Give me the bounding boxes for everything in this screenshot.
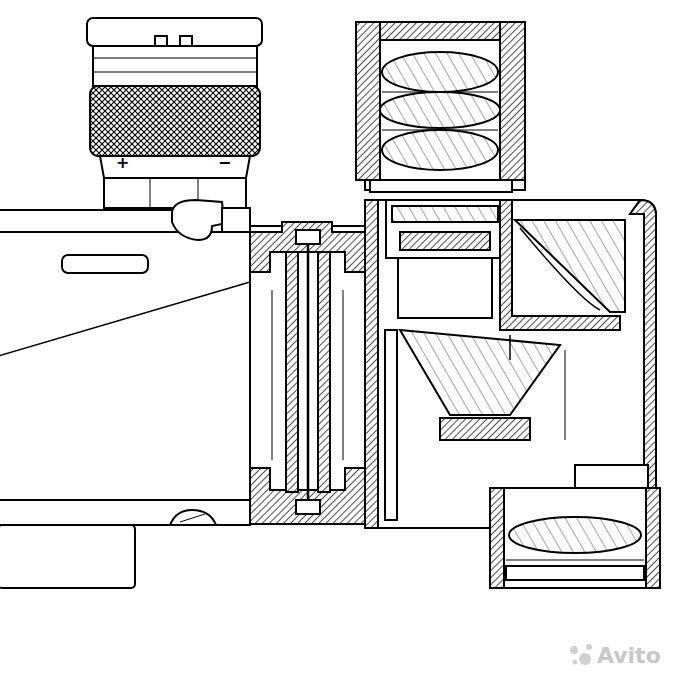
drawing-part	[170, 510, 216, 525]
field-lens	[490, 488, 660, 588]
drawing-part	[222, 208, 250, 232]
drawing-part	[570, 646, 578, 654]
drawing-part	[296, 500, 320, 514]
drawing-part	[155, 36, 167, 46]
drawing-part	[150, 178, 151, 208]
drawing-part	[382, 92, 498, 93]
drawing-part	[586, 644, 592, 650]
drawing-part	[356, 22, 380, 180]
drawing-part	[440, 418, 530, 440]
drawing-part	[0, 232, 250, 500]
drawing-part	[515, 220, 625, 312]
drawing-part	[87, 18, 262, 46]
drawing-part	[343, 290, 344, 460]
drawing-part	[385, 330, 397, 520]
drawing-part	[0, 282, 250, 356]
drawing-part	[0, 500, 250, 525]
drawing-part	[382, 130, 498, 170]
drawing-part	[0, 525, 135, 588]
drawing-part	[286, 252, 298, 492]
drawing-part	[296, 230, 320, 244]
drawing-part	[307, 230, 310, 515]
drawing-part	[104, 178, 246, 208]
drawing-part	[575, 465, 648, 490]
drawing-part	[500, 22, 525, 180]
coupling-section	[250, 222, 365, 524]
drawing-part	[62, 255, 148, 273]
drawing-part	[180, 36, 192, 46]
drawing-part	[90, 86, 260, 156]
drawing-part	[356, 22, 525, 190]
drawing-part	[382, 130, 498, 131]
drawing-part	[93, 72, 257, 73]
drawing-part	[509, 335, 511, 360]
diopter-plus: +	[116, 155, 129, 171]
diopter-minus: −	[218, 155, 231, 171]
drawing-part	[172, 200, 223, 240]
drawing-part	[490, 488, 660, 588]
drawing-part	[382, 52, 498, 92]
watermark: Avito	[597, 645, 661, 667]
drawing-part	[565, 350, 566, 440]
drawing-part	[100, 156, 250, 178]
eyepiece-tube	[356, 22, 525, 192]
drawing-part	[380, 92, 500, 128]
drawing-part	[272, 290, 273, 460]
drawing-part	[490, 488, 504, 588]
drawing-part	[0, 18, 660, 588]
drawing-part	[365, 200, 378, 528]
watermark-logo	[570, 644, 592, 665]
drawing-part	[579, 653, 591, 665]
drawing-part	[573, 660, 578, 665]
drawing-part	[392, 206, 498, 222]
drawing-part	[318, 252, 330, 492]
drawing-part	[93, 58, 257, 59]
drawing-part	[180, 514, 205, 522]
drawing-part	[400, 232, 490, 250]
drawing-part	[380, 22, 500, 40]
drawing-part	[520, 228, 600, 310]
drawing-part	[506, 560, 644, 561]
drawing-part	[646, 488, 660, 588]
drawing-part	[93, 46, 257, 86]
camera-body	[0, 210, 250, 588]
drawing-part	[400, 330, 560, 415]
drawing-part	[506, 566, 644, 580]
drawing-part	[509, 517, 641, 553]
drawing-part	[370, 180, 512, 192]
diopter-knob	[87, 18, 262, 240]
drawing-part	[398, 258, 492, 318]
drawing-part	[630, 200, 656, 490]
drawing-part	[386, 200, 504, 258]
